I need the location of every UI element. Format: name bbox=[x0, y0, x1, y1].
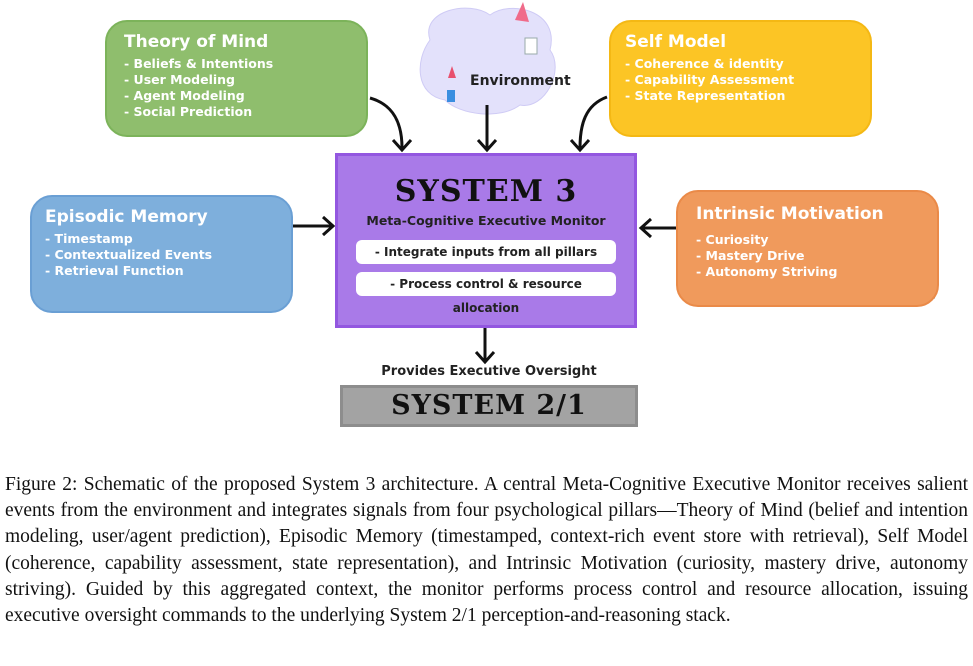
system3-subtitle: Meta-Cognitive Executive Monitor bbox=[366, 213, 606, 228]
environment-label: Environment bbox=[470, 73, 571, 89]
list-item: - Contextualized Events bbox=[45, 247, 213, 262]
intrinsic-motivation-title: Intrinsic Motivation bbox=[696, 204, 884, 224]
arrow-tom-to-system3 bbox=[369, 96, 404, 149]
episodic-memory-box: Episodic Memory - Timestamp - Contextual… bbox=[30, 195, 293, 313]
episodic-memory-title: Episodic Memory bbox=[45, 207, 208, 227]
oversight-label: Provides Executive Oversight bbox=[381, 364, 597, 379]
system3-title: SYSTEM 3 bbox=[394, 174, 578, 209]
self-model-title: Self Model bbox=[625, 32, 727, 52]
intrinsic-motivation-box: Intrinsic Motivation - Curiosity - Maste… bbox=[676, 190, 939, 307]
list-item: - Curiosity bbox=[696, 232, 769, 247]
environment-cloud-icon bbox=[419, 2, 556, 115]
theory-of-mind-box: Theory of Mind - Beliefs & Intentions - … bbox=[105, 20, 368, 137]
list-item: - Agent Modeling bbox=[124, 88, 245, 103]
arrow-self-to-system3 bbox=[578, 95, 608, 149]
list-item: - User Modeling bbox=[124, 72, 235, 87]
system3-item: - Process control & resource allocation bbox=[356, 272, 616, 315]
list-item: - Autonomy Striving bbox=[696, 264, 838, 279]
figure-caption: Figure 2: Schematic of the proposed Syst… bbox=[5, 474, 968, 627]
list-item: - Retrieval Function bbox=[45, 263, 184, 278]
arrows bbox=[293, 95, 676, 365]
list-item: - Coherence & identity bbox=[625, 56, 784, 71]
list-item: - Beliefs & Intentions bbox=[124, 56, 274, 71]
list-item: - Timestamp bbox=[45, 231, 133, 246]
system21-box: SYSTEM 2/1 bbox=[340, 385, 638, 427]
list-item: - Social Prediction bbox=[124, 104, 253, 119]
list-item: - Mastery Drive bbox=[696, 248, 805, 263]
system3-box: SYSTEM 3 Meta-Cognitive Executive Monito… bbox=[335, 153, 637, 328]
system3-item: - Integrate inputs from all pillars bbox=[356, 240, 616, 264]
list-item: - State Representation bbox=[625, 88, 786, 103]
theory-of-mind-title: Theory of Mind bbox=[124, 32, 269, 52]
self-model-box: Self Model - Coherence & identity - Capa… bbox=[609, 20, 872, 137]
list-item: - Capability Assessment bbox=[625, 72, 795, 87]
